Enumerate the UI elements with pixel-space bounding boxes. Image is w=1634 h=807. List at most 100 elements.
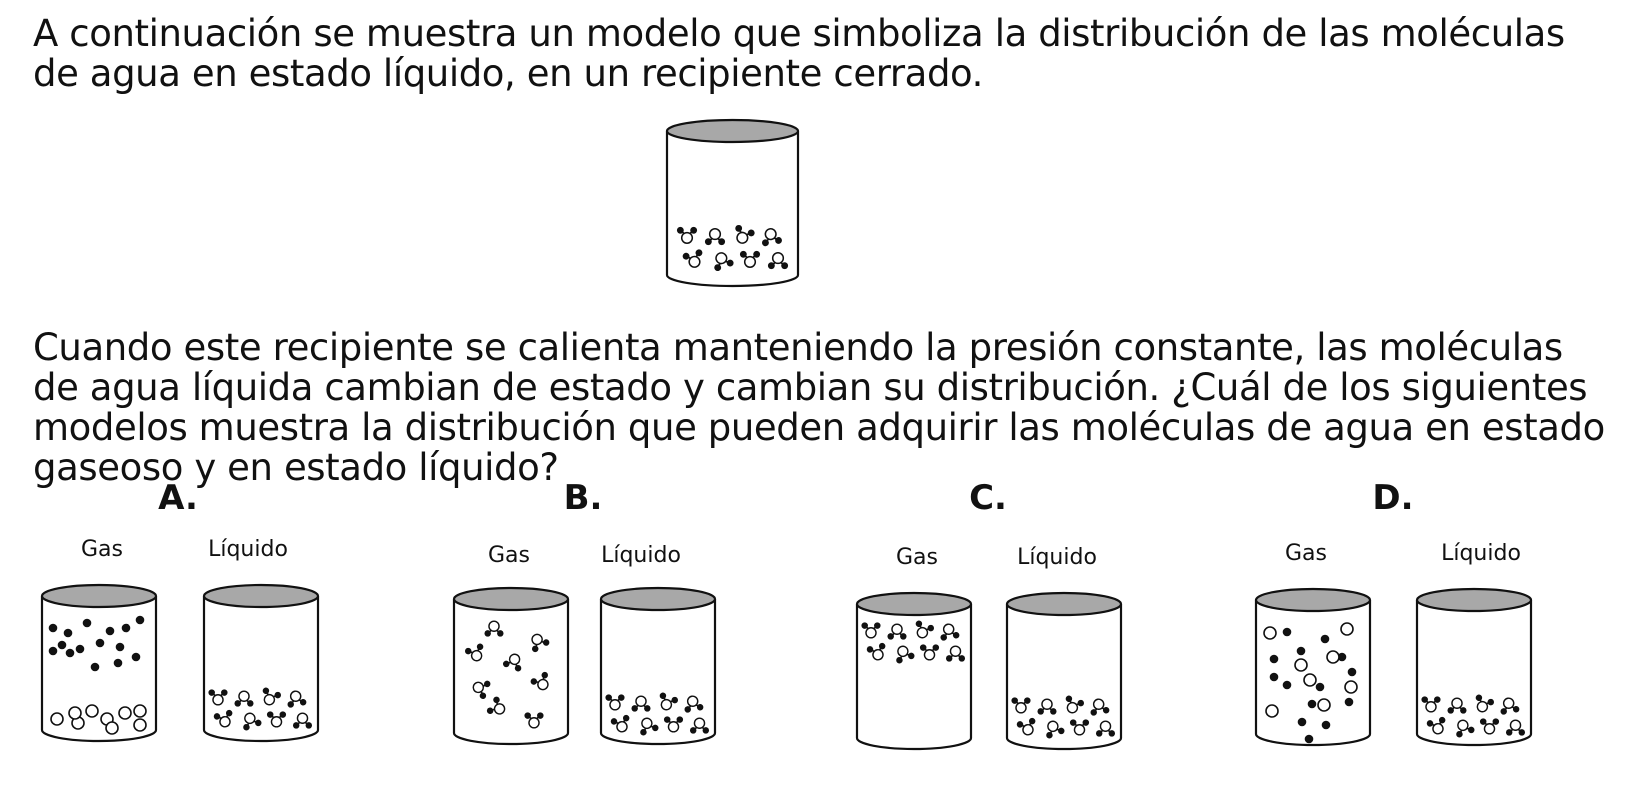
water-molecule — [234, 690, 254, 707]
option-a-liquid-container[interactable] — [202, 583, 320, 743]
option-a-letter[interactable]: A. — [158, 478, 198, 518]
water-molecule — [682, 249, 703, 268]
oxygen-atom — [270, 716, 283, 728]
oxygen-atom — [68, 706, 82, 720]
water-molecule — [243, 712, 262, 731]
hydrogen-atom — [541, 671, 548, 679]
hydrogen-atom — [640, 728, 647, 736]
intro-paragraph: A continuación se muestra un modelo que … — [33, 12, 1565, 95]
hydrogen-atom — [497, 630, 504, 637]
cylinder-lid — [202, 583, 320, 609]
oxygen-atom — [635, 695, 647, 707]
option-c-gas-container[interactable] — [855, 591, 973, 751]
hydrogen-atom — [48, 623, 58, 633]
hydrogen-atom — [695, 249, 703, 257]
hydrogen-atom — [1065, 695, 1073, 703]
oxygen-atom — [686, 695, 699, 707]
hydrogen-atom — [1344, 697, 1354, 707]
hydrogen-atom — [1011, 697, 1018, 704]
water-molecule — [502, 653, 522, 672]
hydrogen-atom — [105, 626, 115, 636]
hydrogen-atom — [1028, 717, 1036, 725]
oxygen-atom — [493, 703, 506, 715]
option-a-gas-container[interactable] — [40, 583, 158, 743]
hydrogen-atom — [945, 655, 953, 662]
oxygen-atom — [942, 623, 955, 635]
hydrogen-atom — [113, 658, 123, 668]
hydrogen-atom — [631, 705, 638, 712]
hydrogen-atom — [610, 718, 618, 725]
hydrogen-atom — [663, 716, 671, 723]
oxygen-atom — [1263, 626, 1277, 640]
hydrogen-atom — [866, 646, 874, 653]
oxygen-atom — [1022, 723, 1034, 736]
hydrogen-atom — [1512, 705, 1520, 713]
water-molecule — [1500, 697, 1520, 715]
hydrogen-atom — [115, 642, 125, 652]
water-molecule — [684, 695, 704, 713]
water-molecule — [919, 644, 940, 661]
hydrogen-atom — [1046, 731, 1053, 739]
water-molecule — [767, 252, 789, 270]
option-d-liquid-container[interactable] — [1415, 587, 1533, 747]
hydrogen-atom — [287, 701, 294, 708]
oxygen-atom — [693, 717, 706, 729]
water-molecule — [704, 228, 726, 246]
hydrogen-atom — [225, 709, 233, 717]
option-d-letter[interactable]: D. — [1372, 478, 1414, 518]
oxygen-atom — [289, 690, 302, 702]
hydrogen-atom — [1296, 646, 1306, 656]
hydrogen-atom — [896, 656, 903, 664]
cylinder-wall — [665, 131, 800, 288]
hydrogen-atom — [767, 262, 775, 270]
hydrogen-atom — [479, 692, 487, 700]
hydrogen-atom — [1438, 716, 1446, 724]
hydrogen-atom — [1058, 727, 1065, 735]
cylinder-wall — [452, 599, 570, 746]
hydrogen-atom — [1505, 729, 1513, 736]
water-molecule — [1475, 694, 1495, 713]
hydrogen-atom — [1487, 698, 1495, 706]
hydrogen-atom — [1307, 699, 1317, 709]
oxygen-atom — [660, 698, 673, 711]
option-b-gas-container[interactable] — [452, 586, 570, 746]
hydrogen-atom — [247, 700, 254, 707]
hydrogen-atom — [718, 238, 726, 246]
hydrogen-atom — [532, 645, 539, 653]
hydrogen-atom — [1320, 634, 1330, 644]
hydrogen-atom — [1468, 726, 1475, 734]
water-molecule — [610, 714, 630, 733]
hydrogen-atom — [95, 638, 105, 648]
oxygen-atom — [616, 720, 628, 733]
option-b-letter[interactable]: B. — [563, 478, 603, 518]
hydrogen-atom — [305, 722, 313, 729]
oxygen-atom — [244, 712, 256, 725]
hydrogen-atom — [1518, 729, 1526, 736]
oxygen-atom — [708, 228, 722, 241]
option-d-gas-container[interactable] — [1254, 587, 1372, 747]
hydrogen-atom — [82, 618, 92, 628]
hydrogen-atom — [1304, 734, 1314, 744]
hydrogen-atom — [1475, 694, 1483, 702]
oxygen-atom — [667, 721, 680, 733]
water-molecule — [1046, 720, 1065, 739]
hydrogen-atom — [644, 705, 651, 712]
hydrogen-atom — [484, 630, 491, 637]
water-molecule — [676, 226, 698, 244]
oxygen-atom — [1340, 622, 1354, 636]
hydrogen-atom — [659, 692, 667, 700]
hydrogen-atom — [1016, 721, 1024, 728]
option-c-liquid-container[interactable] — [1005, 591, 1123, 751]
option-b-gas-label: Gas — [488, 543, 530, 568]
hydrogen-atom — [671, 696, 679, 704]
option-b-liquid-container[interactable] — [599, 586, 717, 746]
water-molecule — [663, 716, 684, 733]
hydrogen-atom — [1460, 707, 1467, 714]
hydrogen-atom — [1447, 707, 1454, 714]
water-molecule — [739, 250, 761, 268]
hydrogen-atom — [762, 239, 769, 247]
hydrogen-atom — [753, 250, 761, 258]
hydrogen-atom — [131, 652, 141, 662]
option-c-letter[interactable]: C. — [969, 478, 1007, 518]
oxygen-atom — [764, 228, 777, 241]
